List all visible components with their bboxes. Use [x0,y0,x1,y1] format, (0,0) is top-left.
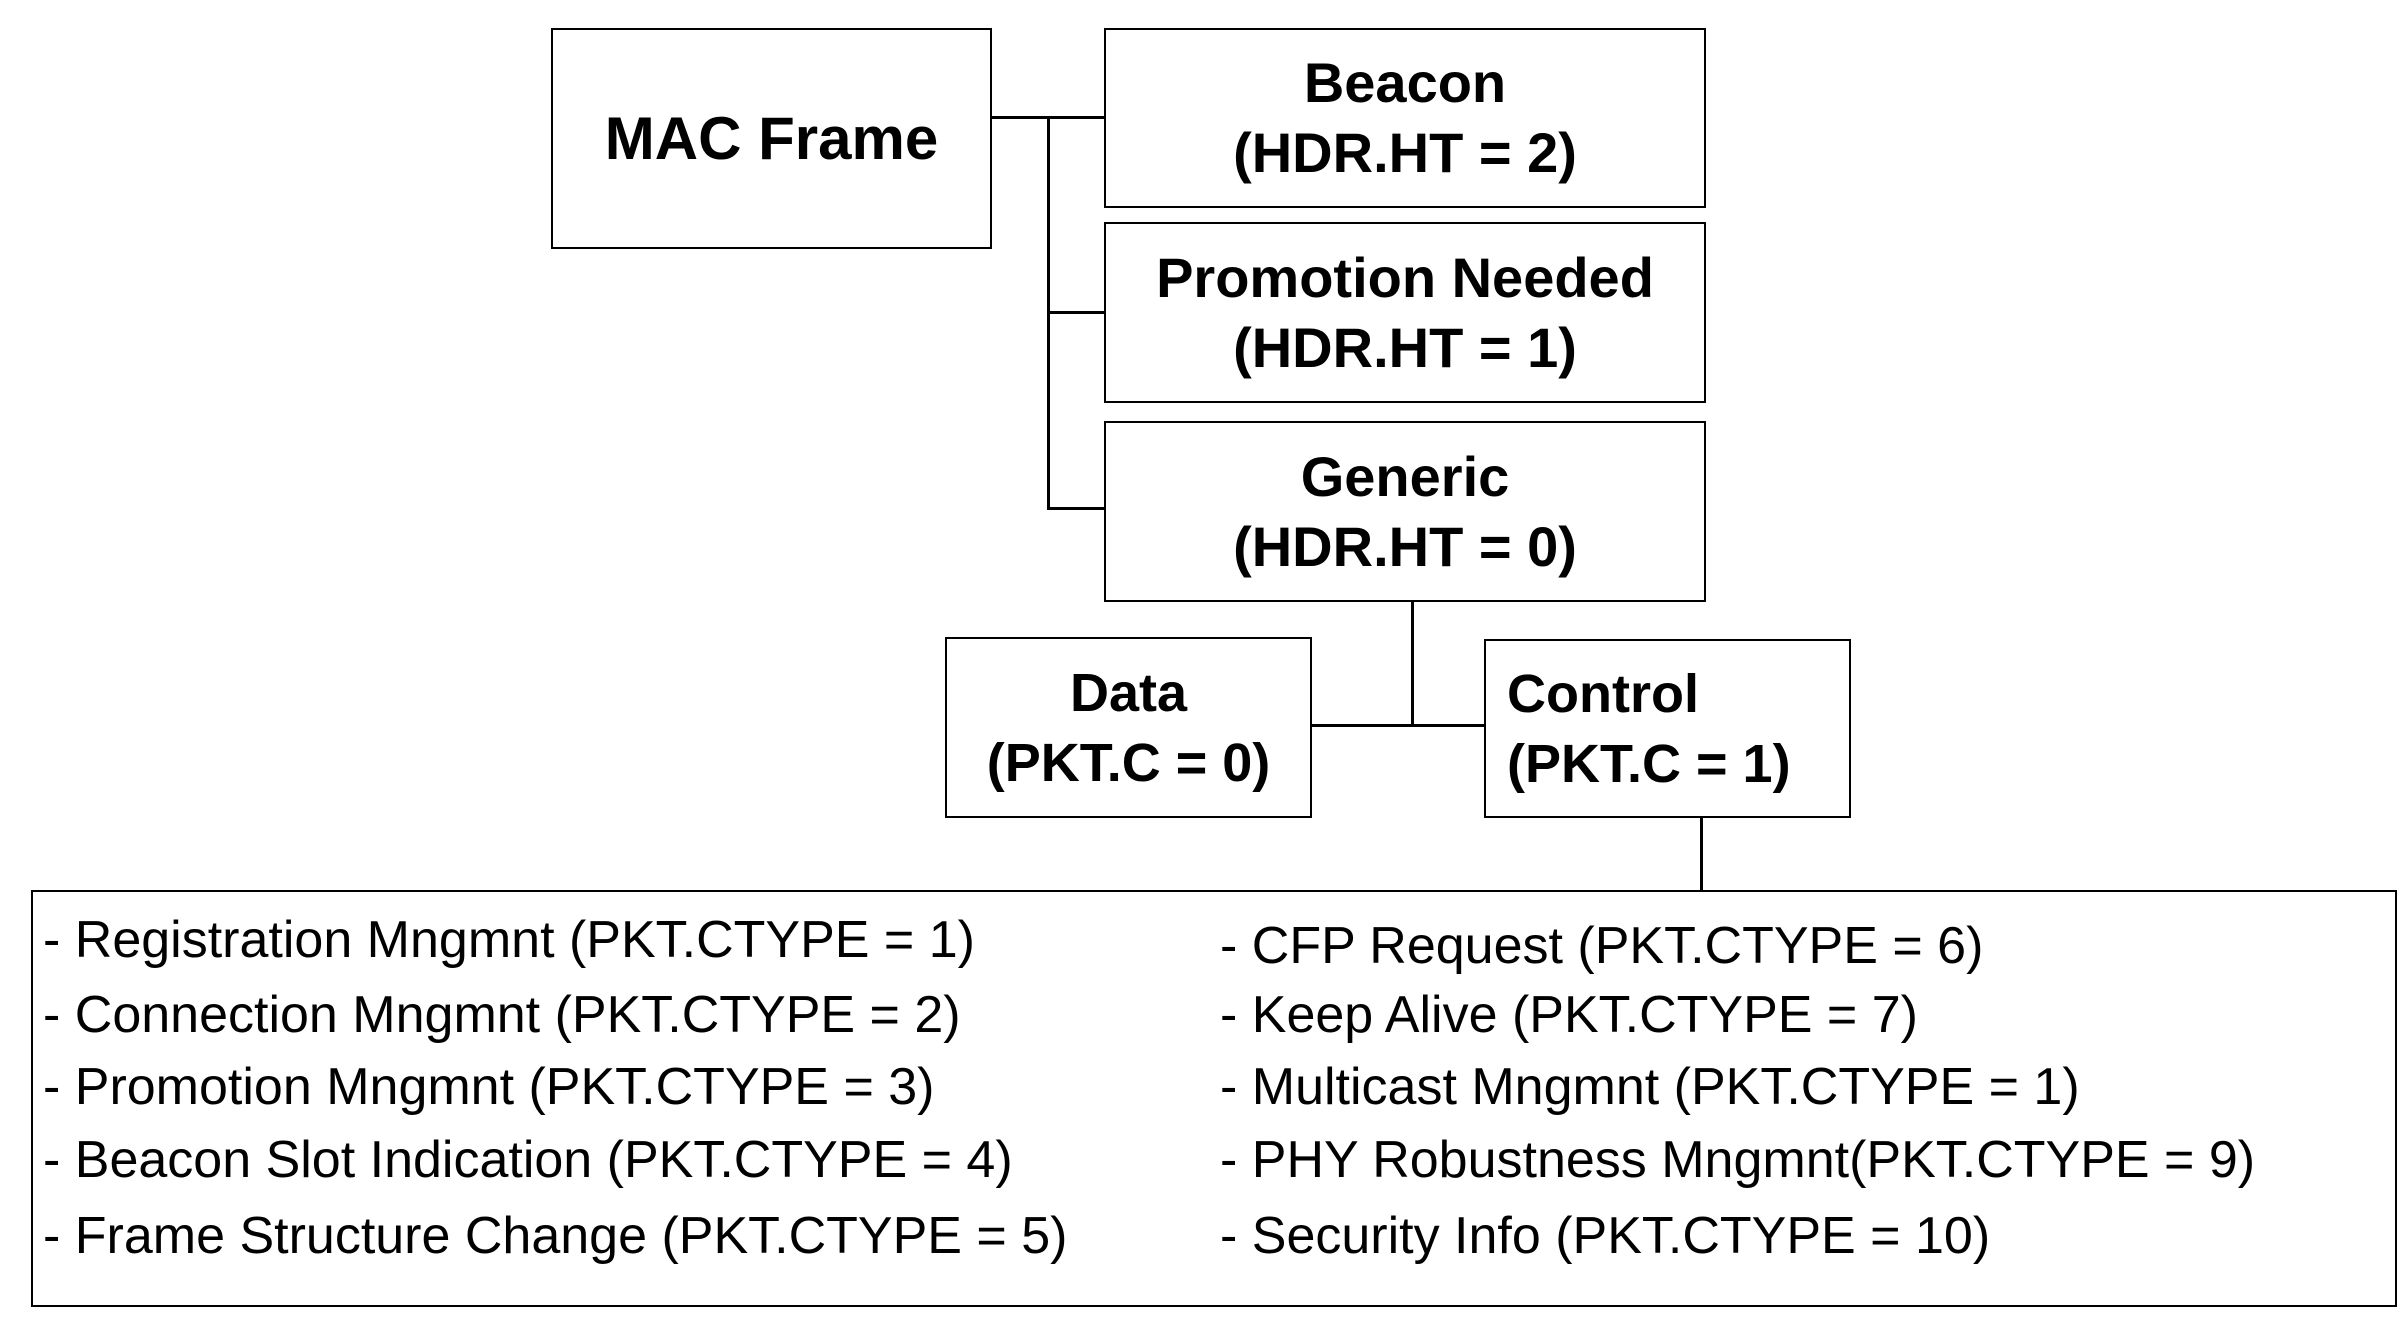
control-name: Control [1507,663,1699,724]
beacon-condition: (HDR.HT = 2) [1233,121,1577,184]
control-types-box: - Registration Mngmnt (PKT.CTYPE = 1) - … [31,890,2397,1307]
connector-to-generic [1047,507,1106,510]
control-type-item: - Multicast Mngmnt (PKT.CTYPE = 1) [1220,1058,2080,1116]
connector-generic-down [1411,600,1414,727]
control-type-item: - Promotion Mngmnt (PKT.CTYPE = 3) [43,1058,935,1116]
promotion-needed-box: Promotion Needed (HDR.HT = 1) [1104,222,1706,403]
beacon-name: Beacon [1303,51,1507,114]
control-type-item: - PHY Robustness Mngmnt(PKT.CTYPE = 9) [1220,1131,2256,1189]
data-box: Data (PKT.C = 0) [945,637,1312,818]
control-type-item: - Beacon Slot Indication (PKT.CTYPE = 4) [43,1131,1013,1189]
data-name: Data [1069,662,1188,723]
control-type-item: - Connection Mngmnt (PKT.CTYPE = 2) [43,986,961,1044]
control-type-item: - Registration Mngmnt (PKT.CTYPE = 1) [43,911,975,969]
control-type-item: - Keep Alive (PKT.CTYPE = 7) [1220,986,1918,1044]
control-box: Control (PKT.C = 1) [1484,639,1851,818]
control-type-item: - CFP Request (PKT.CTYPE = 6) [1220,917,1984,975]
mac-frame-label: MAC Frame [604,104,939,172]
control-type-item: - Frame Structure Change (PKT.CTYPE = 5) [43,1207,1068,1265]
connector-data-to-control [1311,724,1486,727]
mac-frame-box: MAC Frame [551,28,992,249]
promotion-needed-name: Promotion Needed [1156,245,1654,309]
connector-to-promotion-needed [1047,311,1106,314]
data-condition: (PKT.C = 0) [986,732,1271,793]
control-type-item: - Security Info (PKT.CTYPE = 10) [1220,1207,1991,1265]
generic-name: Generic [1300,444,1510,508]
control-condition: (PKT.C = 1) [1507,733,1791,794]
promotion-needed-condition: (HDR.HT = 1) [1233,315,1577,379]
generic-box: Generic (HDR.HT = 0) [1104,421,1706,602]
generic-condition: (HDR.HT = 0) [1233,514,1577,578]
connector-control-to-ctypes [1700,816,1703,891]
beacon-box: Beacon (HDR.HT = 2) [1104,28,1706,208]
